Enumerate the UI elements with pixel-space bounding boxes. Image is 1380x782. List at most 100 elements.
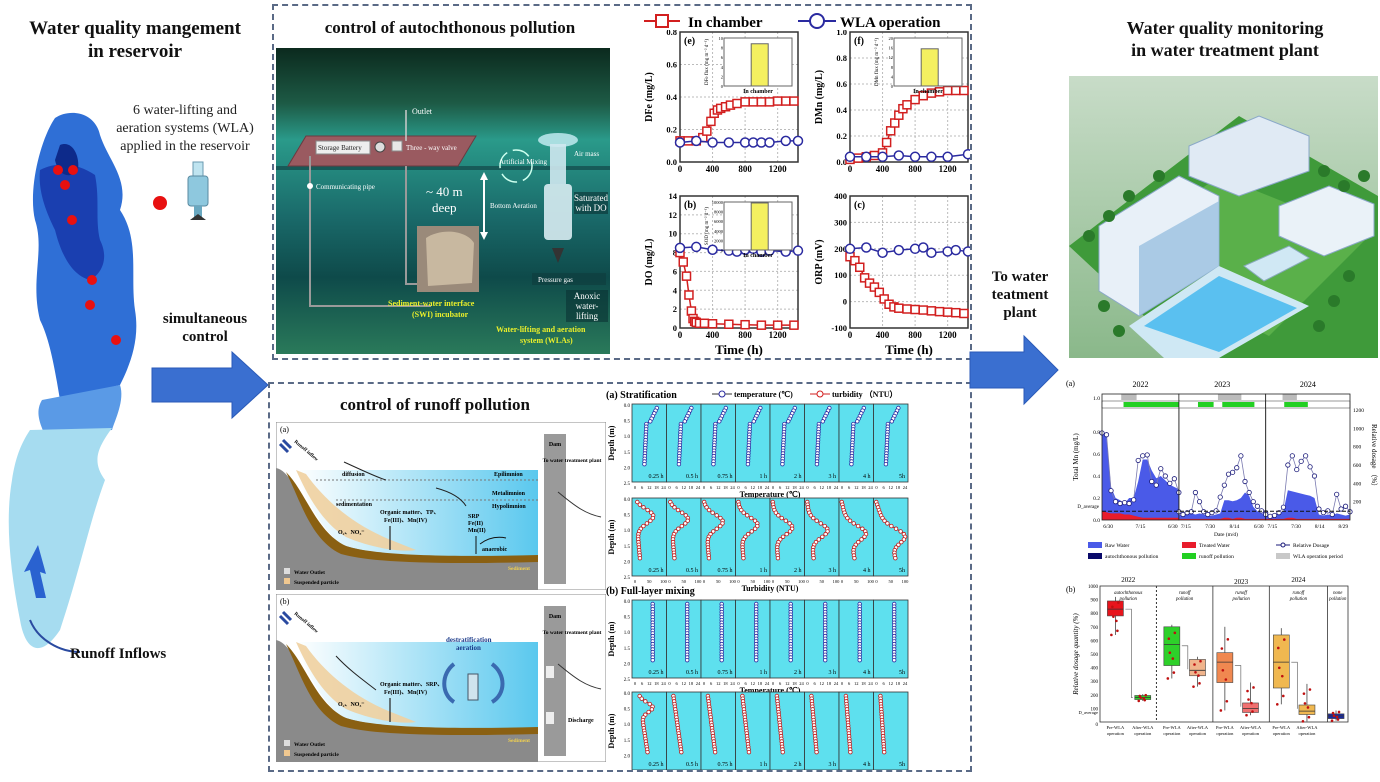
- y-tick-label: 200: [834, 244, 847, 254]
- profile-point: [862, 534, 867, 539]
- data-point: [1110, 633, 1113, 637]
- x-tick: 0: [634, 579, 637, 584]
- x-tick-label: 800: [738, 164, 752, 174]
- profile-point: [744, 513, 750, 518]
- profile-point: [706, 507, 712, 513]
- inset-bar: [920, 48, 939, 87]
- box-label: After-WLA: [1187, 725, 1209, 730]
- x-tick: 50: [889, 579, 894, 584]
- dam-label: Dam: [549, 614, 561, 620]
- category-label: none: [1333, 591, 1343, 596]
- in-chamber-point: [910, 304, 920, 315]
- metals-label: Fe(III)、Mn(IV): [384, 517, 427, 524]
- x-tick: 0: [668, 579, 671, 584]
- in-chamber-point: [764, 97, 775, 107]
- profile-point: [642, 461, 647, 467]
- inset-bar: [750, 43, 769, 87]
- x-tick-label: 1200: [769, 330, 788, 340]
- y-tick-label: 4: [673, 285, 678, 295]
- profile-point: [845, 515, 850, 521]
- profile-panel: [804, 403, 840, 483]
- non-wla-gap: [1265, 394, 1283, 400]
- wla-marker: [68, 165, 78, 175]
- depth-tick: 0.0: [624, 498, 631, 503]
- time-label: 0.25 h: [649, 568, 664, 574]
- x-tick: 18: [861, 485, 866, 490]
- relative-dosage-point: [1140, 453, 1146, 459]
- time-label: 0.25 h: [649, 670, 664, 676]
- profile-point: [711, 461, 716, 467]
- data-point: [1247, 698, 1250, 701]
- profile-point: [820, 534, 825, 539]
- circulation-arrows-icon: [442, 662, 505, 704]
- x-tick: 24: [834, 485, 839, 490]
- box-label: Pre-WLA: [1272, 725, 1290, 730]
- raw-water-area: [1178, 492, 1266, 520]
- y-tick-label: 0: [843, 297, 847, 307]
- reservoir-zone-mid: [38, 385, 122, 435]
- x-tick: 18: [827, 681, 832, 686]
- x-tick: 24: [799, 681, 804, 686]
- metalimnion-label: Metalimnion: [492, 491, 526, 497]
- panel-label: (b): [280, 597, 290, 606]
- in-chamber-point: [942, 85, 953, 96]
- x-tick-label: 400: [706, 330, 720, 340]
- x-tick: 100: [764, 579, 772, 584]
- depth-tick: 0.5: [624, 420, 631, 425]
- x-tick: 100: [867, 579, 875, 584]
- inset-category-label: In chamber: [743, 253, 773, 259]
- profile-point: [675, 507, 681, 513]
- legend-label: autochthonous pollution: [1105, 554, 1159, 560]
- relative-dosage-point: [1338, 506, 1344, 512]
- wla-operation-point: [962, 246, 970, 257]
- non-wla-gap: [1136, 394, 1179, 400]
- d-average-label: D_average: [1077, 505, 1099, 510]
- x-tick: 6: [883, 485, 886, 490]
- relative-dosage-point: [1271, 512, 1278, 519]
- to-plant-arrow: [557, 491, 602, 518]
- x-tick-label: 1200: [769, 164, 788, 174]
- profile-point: [889, 523, 894, 529]
- inset-y-tick: 0: [721, 84, 724, 89]
- profile-point: [892, 657, 897, 663]
- x-tick: 18: [896, 485, 901, 490]
- profile-point: [672, 505, 677, 510]
- y2-tick-label: 800: [1353, 445, 1362, 451]
- x-tick: 0: [668, 681, 671, 686]
- x-tick-label: 8/14: [1230, 524, 1240, 530]
- depth-tick: 1.0: [624, 435, 631, 440]
- profile-point: [899, 539, 904, 545]
- x-tick: 6: [779, 681, 782, 686]
- y-tick-label: 100: [834, 270, 847, 280]
- simultaneous-label-line1: simultaneous: [162, 311, 248, 327]
- data-point: [1302, 692, 1306, 695]
- time-label: 3 h: [829, 474, 837, 480]
- profile-point: [848, 749, 853, 755]
- data-point: [1167, 637, 1171, 641]
- plot-frame: [849, 31, 969, 163]
- relative-dosage-point: [1108, 488, 1114, 494]
- x-tick: 6: [745, 681, 748, 686]
- time-label: 0.75 h: [718, 762, 733, 768]
- y-tick-label: 1.0: [1093, 396, 1100, 402]
- to-plant-label: To water treatment plant: [543, 630, 602, 636]
- y-axis-label: Total Mn (mg/L): [1072, 433, 1080, 481]
- profile-point: [751, 419, 756, 424]
- left-title: Water quality mangement in reservoir: [0, 18, 270, 64]
- x-tick: 12: [751, 681, 756, 686]
- profile-point: [710, 510, 715, 515]
- x-tick: 0: [668, 485, 671, 490]
- profile-point: [753, 657, 759, 663]
- destrat-label-2: aeration: [456, 644, 481, 652]
- srp-label: SRP: [468, 514, 480, 520]
- category-label-2: pollution: [1231, 597, 1250, 602]
- x-axis-label: Time (h): [715, 342, 763, 357]
- wla-device-icon: [467, 673, 479, 701]
- profile-point: [745, 461, 751, 467]
- y-tick-label: 300: [834, 217, 847, 227]
- inset-y-tick: 8: [721, 46, 724, 51]
